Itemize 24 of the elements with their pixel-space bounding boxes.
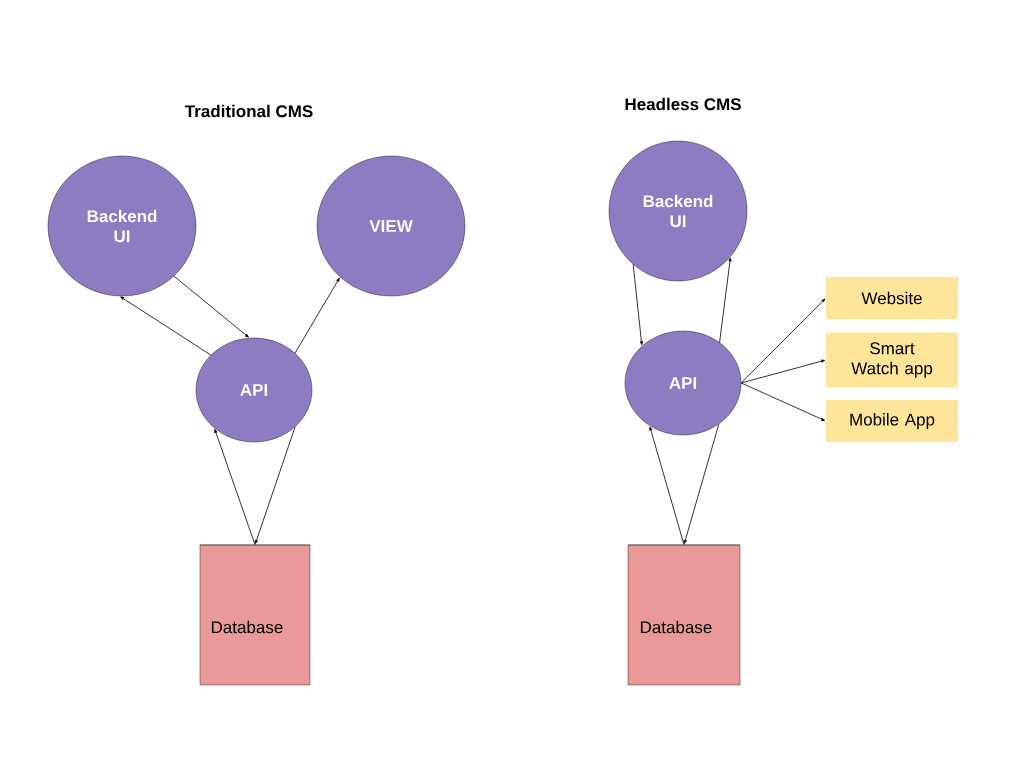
arrow bbox=[255, 426, 296, 544]
arrow bbox=[649, 426, 685, 546]
app-box: Website bbox=[826, 277, 958, 319]
circle-node: API bbox=[195, 337, 313, 443]
database-cylinder: Database bbox=[199, 544, 311, 686]
circle-node: VIEW bbox=[316, 155, 466, 297]
arrow bbox=[120, 296, 212, 356]
app-box: Mobile App bbox=[826, 400, 958, 442]
app-box: Smart Watch app bbox=[826, 332, 958, 388]
circle-node: Backend UI bbox=[608, 140, 748, 282]
arrow bbox=[740, 382, 826, 421]
arrow bbox=[740, 359, 825, 384]
arrow bbox=[214, 429, 256, 546]
arrow bbox=[294, 277, 340, 354]
circle-node: API bbox=[624, 330, 742, 436]
arrow bbox=[740, 298, 826, 384]
database-cylinder: Database bbox=[627, 544, 741, 686]
arrow bbox=[719, 257, 732, 343]
circle-node: Backend UI bbox=[47, 155, 197, 297]
arrow bbox=[632, 264, 643, 346]
section-title: Headless CMS bbox=[625, 97, 741, 111]
arrow bbox=[683, 423, 720, 544]
section-title: Traditional CMS bbox=[184, 104, 313, 118]
arrow bbox=[173, 275, 249, 338]
